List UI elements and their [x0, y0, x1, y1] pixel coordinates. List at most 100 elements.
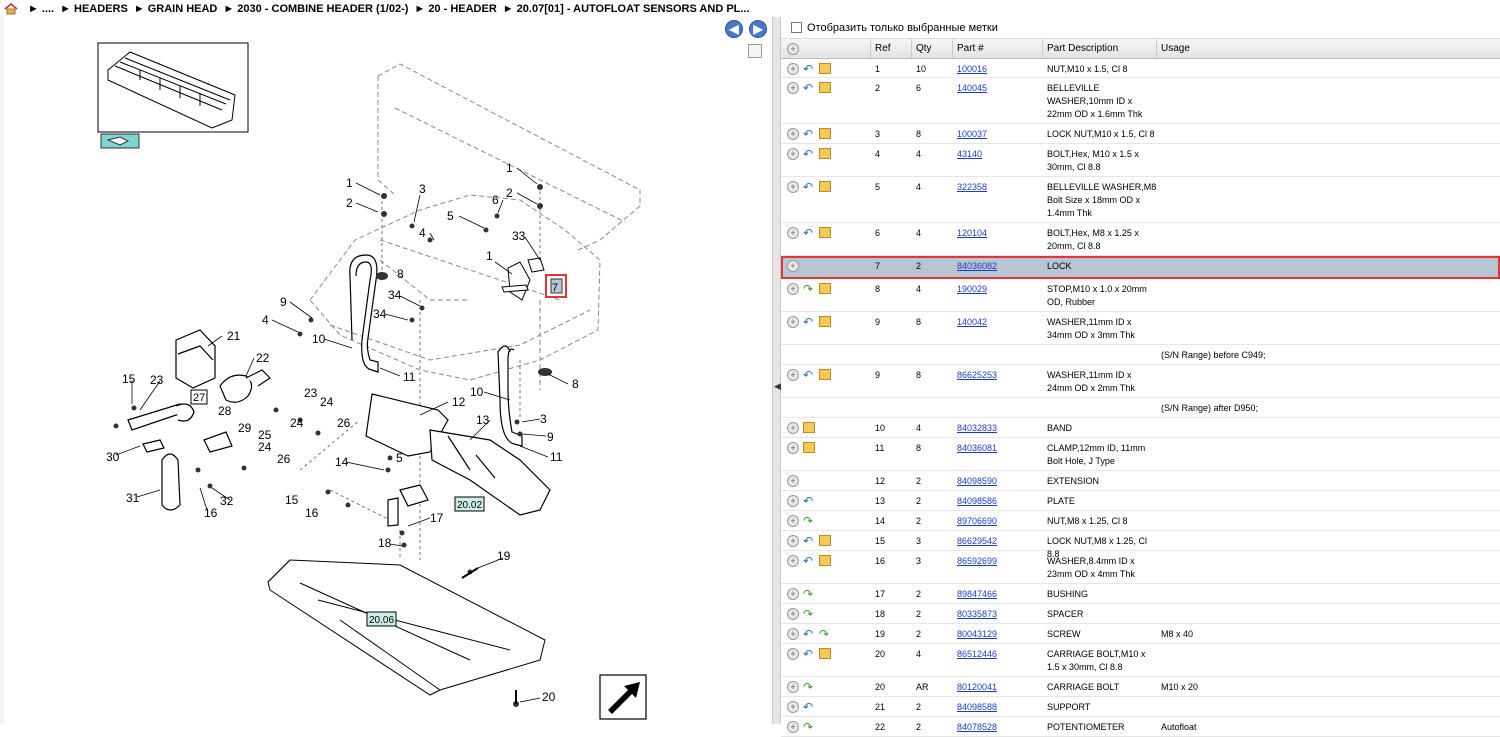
part-number-link[interactable]: 84036081 — [957, 443, 998, 453]
add-to-cart-icon[interactable]: + — [787, 442, 799, 454]
part-number-link[interactable]: 86592699 — [957, 556, 998, 566]
cell-part-number[interactable]: 84078528 — [953, 717, 1043, 734]
cell-part-number[interactable]: 100016 — [953, 59, 1043, 76]
add-to-cart-icon[interactable]: + — [787, 515, 799, 527]
package-icon[interactable] — [819, 63, 831, 74]
back-arrow-icon[interactable]: ↶ — [803, 81, 814, 95]
breadcrumb-item[interactable]: ►HEADERS — [60, 2, 128, 15]
back-arrow-icon[interactable]: ↶ — [803, 127, 814, 141]
cell-part-number[interactable]: 89706690 — [953, 511, 1043, 528]
forward-arrow-icon[interactable]: ↷ — [803, 607, 814, 621]
add-to-cart-icon[interactable]: + — [787, 63, 799, 75]
package-icon[interactable] — [819, 128, 831, 139]
cell-part-number[interactable]: 84036082 — [953, 256, 1043, 273]
header-part-description[interactable]: Part Description — [1043, 39, 1157, 58]
breadcrumb-item[interactable]: ►.... — [28, 2, 55, 15]
forward-arrow-icon[interactable]: ↷ — [803, 282, 814, 296]
add-to-cart-icon[interactable]: + — [787, 227, 799, 239]
add-to-cart-icon[interactable]: + — [787, 608, 799, 620]
back-arrow-icon[interactable]: ↶ — [803, 180, 814, 194]
package-icon[interactable] — [819, 535, 831, 546]
package-icon[interactable] — [819, 555, 831, 566]
back-arrow-icon[interactable]: ↶ — [803, 700, 814, 714]
package-icon[interactable] — [819, 369, 831, 380]
fullscreen-toggle[interactable] — [748, 44, 762, 58]
add-to-cart-icon[interactable]: + — [787, 369, 799, 381]
part-number-link[interactable]: 84078528 — [957, 722, 998, 732]
cell-part-number[interactable]: 84098590 — [953, 471, 1043, 488]
cell-part-number[interactable]: 120104 — [953, 223, 1043, 240]
part-number-link[interactable]: 322358 — [957, 182, 988, 192]
back-arrow-icon[interactable]: ↶ — [803, 147, 814, 161]
part-number-link[interactable]: 190029 — [957, 284, 988, 294]
cell-part-number[interactable]: 322358 — [953, 177, 1043, 194]
add-to-cart-icon[interactable]: + — [787, 260, 799, 272]
part-number-link[interactable]: 84098590 — [957, 476, 998, 486]
header-ref[interactable]: Ref — [871, 39, 912, 58]
forward-arrow-icon[interactable]: ↷ — [803, 680, 814, 694]
add-to-cart-icon[interactable]: + — [787, 555, 799, 567]
back-arrow-icon[interactable]: ↶ — [803, 534, 814, 548]
add-to-cart-icon[interactable]: + — [787, 475, 799, 487]
add-to-cart-icon[interactable]: + — [787, 283, 799, 295]
header-part-number[interactable]: Part # — [953, 39, 1043, 58]
part-number-link[interactable]: 86625253 — [957, 370, 998, 380]
part-number-link[interactable]: 80120041 — [957, 682, 998, 692]
cell-part-number[interactable]: 86592699 — [953, 551, 1043, 568]
breadcrumb-item[interactable]: ►20.07[01] - AUTOFLOAT SENSORS AND PL... — [502, 2, 750, 15]
part-number-link[interactable]: 140045 — [957, 83, 988, 93]
forward-arrow-icon[interactable]: ↷ — [803, 720, 814, 734]
add-to-cart-icon[interactable]: + — [787, 535, 799, 547]
package-icon[interactable] — [819, 148, 831, 159]
breadcrumb-item[interactable]: ►2030 - COMBINE HEADER (1/02-) — [223, 2, 409, 15]
part-number-link[interactable]: 120104 — [957, 228, 988, 238]
cell-part-number[interactable]: 80043129 — [953, 624, 1043, 641]
cell-part-number[interactable]: 86629542 — [953, 531, 1043, 548]
part-number-link[interactable]: 89706690 — [957, 516, 998, 526]
add-to-cart-icon[interactable]: + — [787, 721, 799, 733]
add-to-cart-icon[interactable]: + — [787, 181, 799, 193]
add-to-cart-icon[interactable]: + — [787, 588, 799, 600]
cell-part-number[interactable]: 100037 — [953, 124, 1043, 141]
part-number-link[interactable]: 84098588 — [957, 702, 998, 712]
back-arrow-icon[interactable]: ↶ — [803, 226, 814, 240]
breadcrumb-item[interactable]: ►GRAIN HEAD — [133, 2, 218, 15]
back-arrow-icon[interactable]: ↶ — [803, 627, 814, 641]
back-arrow-icon[interactable]: ↶ — [803, 554, 814, 568]
add-to-cart-icon[interactable]: + — [787, 495, 799, 507]
header-icon-column[interactable]: + — [781, 39, 871, 58]
breadcrumb-item[interactable]: ►20 - HEADER — [414, 2, 497, 15]
add-to-cart-icon[interactable]: + — [787, 648, 799, 660]
cell-part-number[interactable]: 80335873 — [953, 604, 1043, 621]
package-icon[interactable] — [819, 283, 831, 294]
package-icon[interactable] — [819, 227, 831, 238]
forward-arrow-icon[interactable]: ↷ — [819, 627, 830, 641]
part-number-link[interactable]: 140042 — [957, 317, 988, 327]
forward-arrow-icon[interactable]: ↷ — [803, 587, 814, 601]
part-number-link[interactable]: 84032833 — [957, 423, 998, 433]
add-to-cart-icon[interactable]: + — [787, 628, 799, 640]
add-to-cart-icon[interactable]: + — [787, 148, 799, 160]
cell-part-number[interactable]: 84032833 — [953, 418, 1043, 435]
package-icon[interactable] — [819, 316, 831, 327]
package-icon[interactable] — [819, 648, 831, 659]
back-arrow-icon[interactable]: ↶ — [803, 315, 814, 329]
add-to-cart-icon[interactable]: + — [787, 82, 799, 94]
